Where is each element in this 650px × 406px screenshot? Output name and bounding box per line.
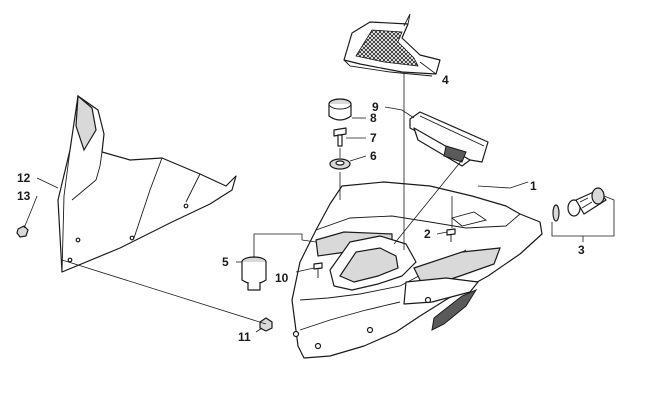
hood-part bbox=[291, 181, 543, 359]
callout-8: 8 bbox=[370, 111, 377, 125]
callout-12: 12 bbox=[17, 171, 31, 185]
callout-10: 10 bbox=[275, 271, 289, 285]
screw-2-part bbox=[446, 228, 456, 242]
callout-9: 9 bbox=[372, 100, 379, 114]
windshield-part bbox=[57, 94, 237, 273]
callout-4: 4 bbox=[442, 73, 449, 87]
nut-13-part bbox=[16, 225, 29, 238]
callout-5: 5 bbox=[222, 255, 229, 269]
callout-7: 7 bbox=[370, 131, 377, 145]
cover-plate-part bbox=[409, 111, 489, 167]
switch-part bbox=[241, 256, 267, 291]
mesh-vent-part bbox=[343, 13, 441, 77]
callout-3: 3 bbox=[578, 243, 585, 257]
leader-lines bbox=[23, 61, 615, 333]
nut-11-part bbox=[259, 317, 273, 332]
callout-13: 13 bbox=[17, 189, 31, 203]
grommet-part bbox=[329, 158, 351, 170]
callout-6: 6 bbox=[370, 149, 377, 163]
callout-11: 11 bbox=[238, 330, 251, 344]
knob-assembly-part bbox=[552, 187, 607, 222]
callout-labels: 1 2 3 4 5 6 7 8 9 10 11 12 13 bbox=[17, 73, 585, 344]
cap-part bbox=[328, 98, 352, 121]
screw-10-part bbox=[313, 262, 323, 278]
callout-1: 1 bbox=[530, 179, 537, 193]
callout-2: 2 bbox=[424, 227, 431, 241]
pin-part bbox=[333, 127, 347, 147]
